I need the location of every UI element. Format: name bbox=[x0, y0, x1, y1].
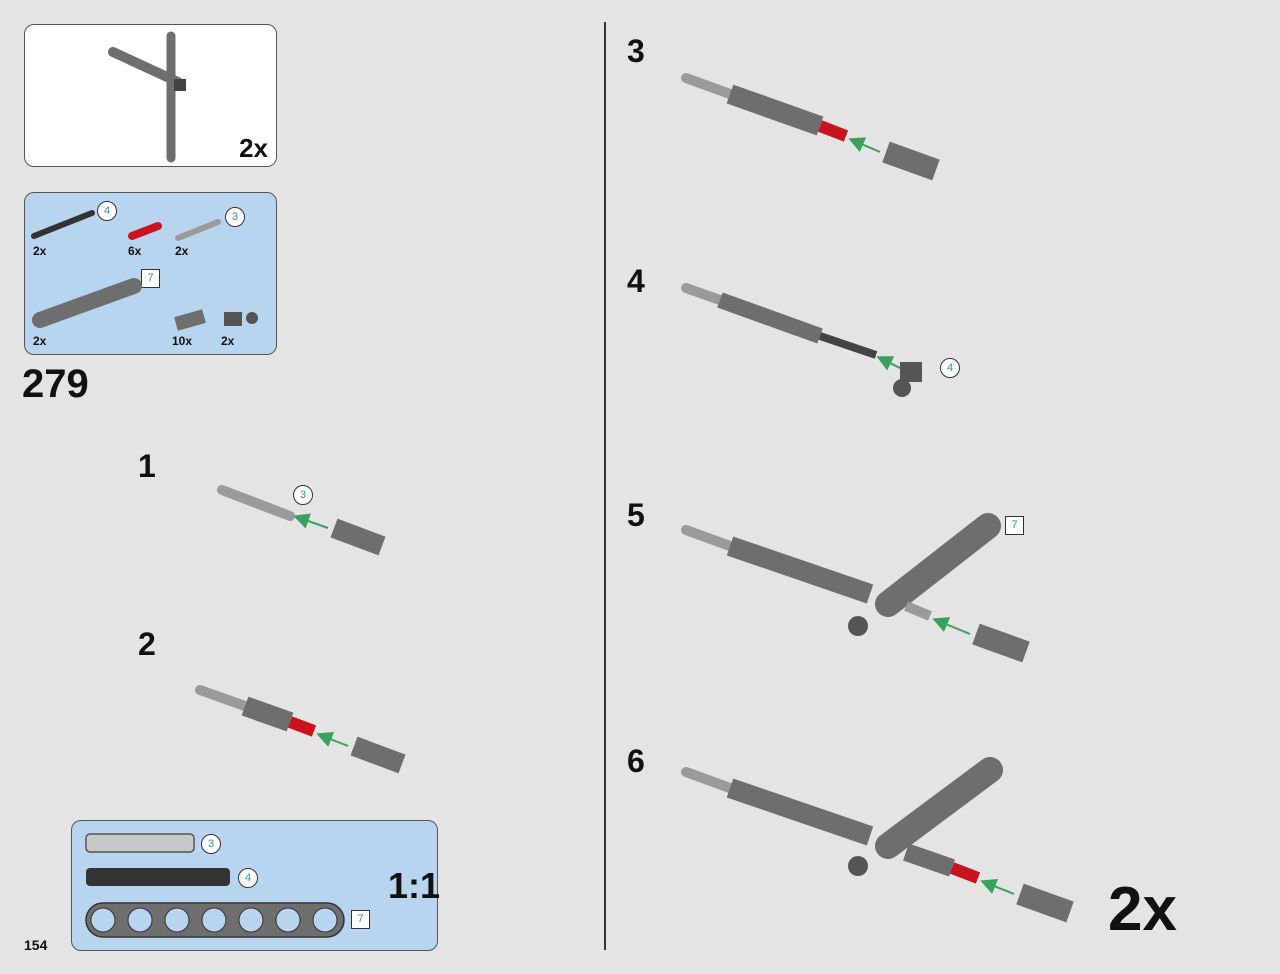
axle-4-icon bbox=[31, 210, 95, 239]
part-count-friction-pin: 6x bbox=[128, 244, 142, 258]
part-count-axle-connector: 10x bbox=[172, 334, 193, 348]
step5-beam-length-badge: 7 bbox=[1005, 516, 1024, 535]
sub-step-4: 4 bbox=[627, 263, 645, 299]
axle-connector-icon bbox=[174, 309, 206, 331]
axle-3-length-badge: 3 bbox=[225, 207, 245, 227]
column-divider bbox=[604, 22, 606, 950]
scale-beam-7 bbox=[85, 902, 345, 938]
step-number: 279 bbox=[22, 362, 89, 406]
scale-axle-4 bbox=[86, 868, 230, 886]
axle-3-icon bbox=[175, 219, 221, 241]
part-count-cross-block: 2x bbox=[221, 334, 235, 348]
friction-pin-icon bbox=[128, 222, 162, 240]
axle-4-length-badge: 4 bbox=[97, 201, 117, 221]
scale-beam-7-badge: 7 bbox=[351, 910, 370, 929]
scale-axle-4-badge: 4 bbox=[238, 868, 258, 888]
scale-ratio: 1:1 bbox=[388, 865, 441, 906]
sub-step-6: 6 bbox=[627, 743, 645, 779]
step4-axle-length-badge: 4 bbox=[940, 358, 960, 378]
scale-axle-3 bbox=[85, 833, 195, 853]
cross-block-icon bbox=[224, 312, 258, 326]
sub-assembly-model bbox=[108, 31, 186, 163]
sub-step-5: 5 bbox=[627, 497, 645, 533]
sub-step-2: 2 bbox=[138, 626, 156, 662]
part-count-beam-7: 2x bbox=[33, 334, 47, 348]
parts-list-panel: 2x 4 6x 2x 3 7 2x 10x 2x bbox=[24, 192, 277, 355]
beam-7-length-badge: 7 bbox=[141, 269, 160, 288]
step1-illustration bbox=[217, 485, 386, 556]
part-count-axle-3: 2x bbox=[175, 244, 189, 258]
beam-7-icon bbox=[32, 278, 142, 328]
page-number: 154 bbox=[24, 937, 48, 953]
step2-illustration bbox=[195, 685, 406, 774]
sub-step-3: 3 bbox=[627, 33, 645, 69]
sub-step-1: 1 bbox=[138, 448, 156, 484]
step6-illustration bbox=[681, 757, 1074, 923]
step1-axle-length-badge: 3 bbox=[293, 485, 313, 505]
step3-illustration bbox=[681, 73, 940, 181]
final-multiplier: 2x bbox=[1108, 875, 1177, 944]
sub-assembly-multiplier: 2x bbox=[239, 133, 268, 163]
sub-assembly-preview: 2x bbox=[24, 24, 277, 167]
part-count-axle-4: 2x bbox=[33, 244, 47, 258]
step4-illustration bbox=[681, 283, 922, 397]
scale-axle-3-badge: 3 bbox=[201, 834, 221, 854]
step5-illustration bbox=[681, 513, 1030, 663]
